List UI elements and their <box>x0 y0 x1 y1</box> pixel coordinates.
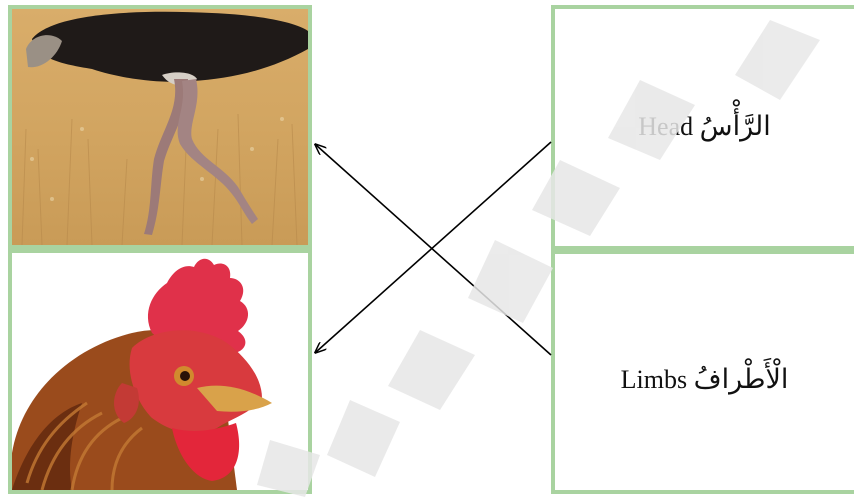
arrow-head-to-rooster <box>316 142 551 352</box>
arrow-limbs-to-ostrich <box>316 145 551 355</box>
